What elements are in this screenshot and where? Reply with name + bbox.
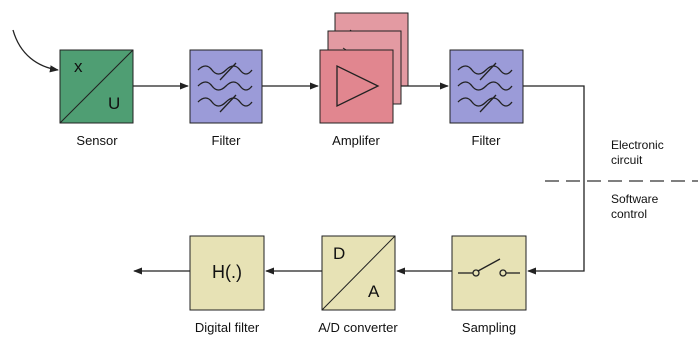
amplifier-label: Amplifer (332, 133, 380, 148)
ad-top-symbol: D (333, 244, 346, 263)
sensor-input-symbol: x (74, 57, 83, 76)
amplifier-block (319, 12, 409, 124)
sensor-output-symbol: U (108, 94, 121, 113)
sampling-block (451, 235, 527, 311)
ad-bottom-symbol: A (368, 282, 380, 301)
digital-filter-function: H(.) (212, 262, 242, 282)
switch-icon (458, 258, 520, 277)
digital-filter-block (189, 235, 265, 311)
sensor-input-curve (12, 29, 59, 73)
digital-filter-label: Digital filter (194, 320, 260, 335)
ad-converter-block (321, 235, 396, 311)
filter-1-block (189, 49, 263, 124)
filter-wave-icon (457, 62, 513, 113)
software-control-label: Software control (611, 192, 659, 221)
ad-converter-label: A/D converter (318, 320, 398, 335)
filter-1-label: Filter (211, 133, 241, 148)
sensor-label: Sensor (76, 133, 118, 148)
sampling-label: Sampling (461, 320, 517, 335)
filter-2-block (449, 49, 524, 124)
connector-filter-to-sampling (523, 85, 585, 275)
amplifier-triangle-icon (336, 64, 380, 108)
filter-wave-icon (197, 62, 253, 113)
filter-2-label: Filter (471, 133, 501, 148)
electronic-circuit-label: Electronic circuit (611, 138, 664, 167)
sensor-block (59, 49, 134, 124)
